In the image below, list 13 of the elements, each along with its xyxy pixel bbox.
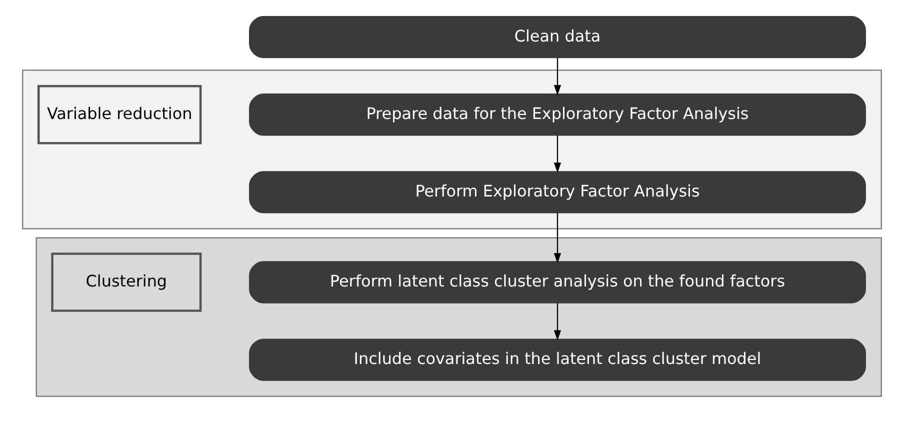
cluster bbox=[36, 236, 882, 396]
arrow bbox=[554, 135, 562, 172]
arrow bbox=[554, 302, 562, 340]
node-box: Clustering bbox=[51, 252, 202, 312]
node-box: Perform latent class cluster analysis on the found factors bbox=[249, 260, 866, 303]
node-box: Include covariates in the latent class cluster model bbox=[249, 338, 866, 380]
arrow bbox=[554, 58, 562, 95]
cluster bbox=[22, 69, 882, 229]
node-box: Variable reduction bbox=[37, 84, 202, 144]
node-box: Clean data bbox=[249, 15, 866, 58]
arrow bbox=[554, 212, 562, 263]
node-box: Prepare data for the Exploratory Factor Analysis bbox=[249, 93, 866, 136]
node-box: Perform Exploratory Factor Analysis bbox=[249, 170, 866, 213]
